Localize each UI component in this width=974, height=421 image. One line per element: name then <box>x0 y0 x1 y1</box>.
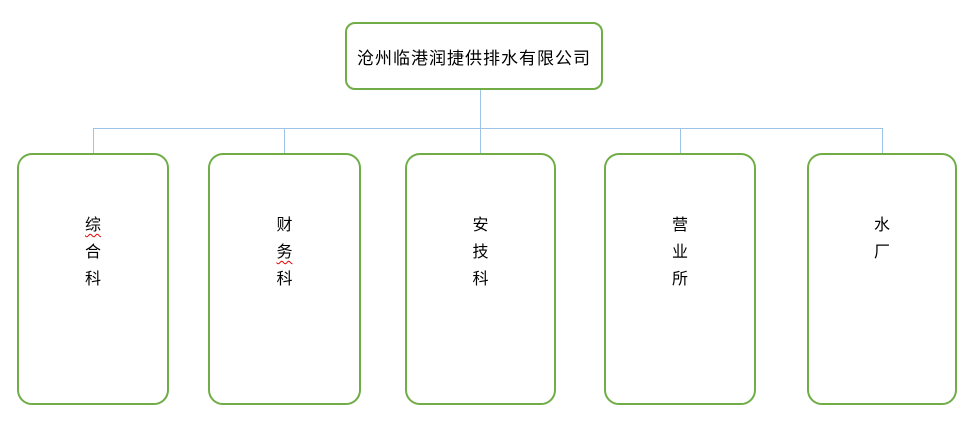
dept-char: 厂 <box>873 242 890 261</box>
connector-drop-shuichang <box>882 128 883 153</box>
connector-drop-zonghe <box>93 128 94 153</box>
connector-horizontal <box>93 128 883 129</box>
dept-char: 水 <box>873 215 890 234</box>
connector-drop-caiwu <box>284 128 285 153</box>
dept-char: 科 <box>84 269 101 288</box>
dept-char: 综 <box>84 215 101 234</box>
connector-drop-yingye <box>680 128 681 153</box>
connector-drop-anji <box>480 128 481 153</box>
dept-char: 科 <box>472 269 489 288</box>
dept-char: 技 <box>472 242 489 261</box>
dept-label-zonghe-ke: 综 合 科 <box>19 155 167 292</box>
dept-char: 所 <box>671 269 688 288</box>
dept-box-zonghe-ke[interactable]: 综 合 科 <box>17 153 169 405</box>
dept-label-anji-ke: 安 技 科 <box>407 155 554 292</box>
dept-box-yingye-suo[interactable]: 营 业 所 <box>604 153 756 405</box>
dept-box-shuichang[interactable]: 水 厂 <box>807 153 957 405</box>
dept-char: 业 <box>671 242 688 261</box>
dept-box-caiwu-ke[interactable]: 财 务 科 <box>208 153 361 405</box>
dept-label-caiwu-ke: 财 务 科 <box>210 155 359 292</box>
dept-char: 科 <box>276 269 293 288</box>
dept-label-yingye-suo: 营 业 所 <box>606 155 754 292</box>
dept-char: 财 <box>276 215 293 234</box>
dept-char: 安 <box>472 215 489 234</box>
dept-char: 合 <box>84 242 101 261</box>
dept-box-anji-ke[interactable]: 安 技 科 <box>405 153 556 405</box>
root-node[interactable]: 沧州临港润捷供排水有限公司 <box>345 22 603 90</box>
connector-root-stub <box>480 90 481 128</box>
root-node-label: 沧州临港润捷供排水有限公司 <box>357 48 591 69</box>
dept-char: 务 <box>276 242 293 261</box>
dept-char: 营 <box>671 215 688 234</box>
dept-label-shuichang: 水 厂 <box>809 155 955 265</box>
